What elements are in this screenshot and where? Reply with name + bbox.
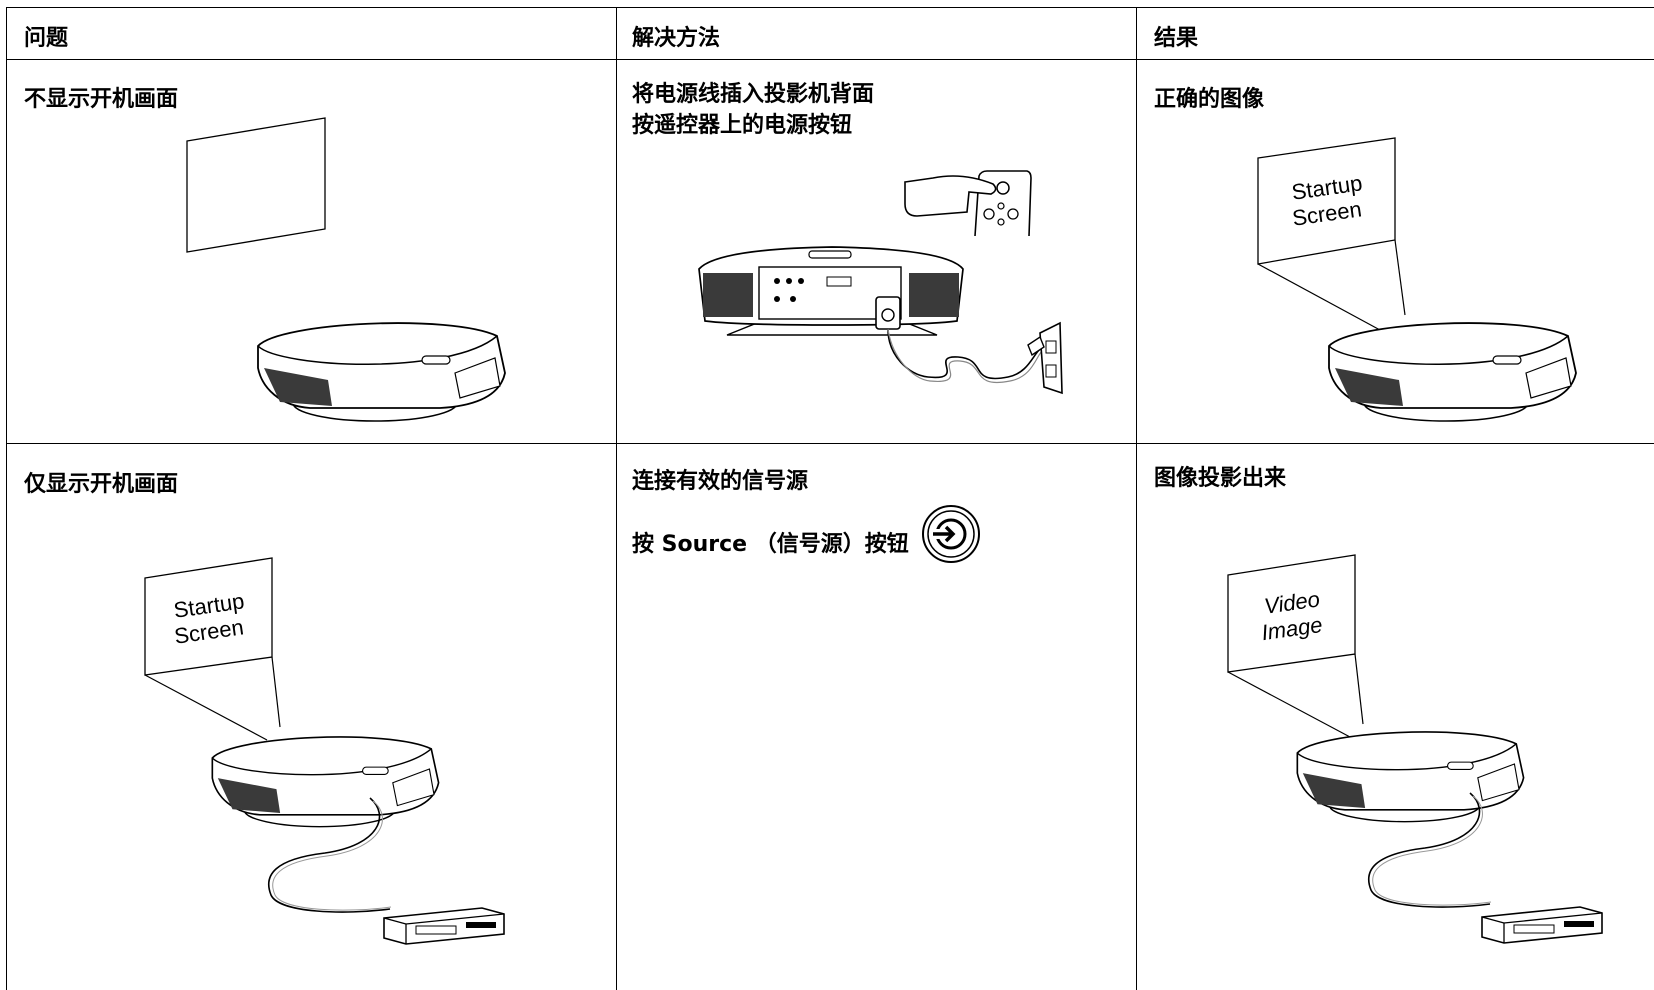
row1-problem: 不显示开机画面 — [24, 87, 179, 112]
blank-screen-icon — [186, 117, 326, 253]
row2-solution-line2: 按 Source （信号源）按钮 — [632, 532, 909, 557]
header-problem: 问题 — [24, 26, 69, 51]
hand-pressing-remote-icon — [904, 170, 1032, 237]
power-cord-outlet-icon — [875, 296, 1063, 395]
header-divider — [6, 59, 1654, 60]
video-cable-icon — [267, 797, 392, 913]
row1-result: 正确的图像 — [1154, 87, 1265, 112]
row2-problem: 仅显示开机画面 — [24, 472, 179, 497]
row1-solution-line2: 按遥控器上的电源按钮 — [632, 113, 853, 138]
projector-icon — [1328, 322, 1577, 422]
source-button-icon — [922, 505, 980, 563]
row1-solution-line1: 将电源线插入投影机背面 — [632, 82, 875, 107]
vcr-video-source-icon — [383, 907, 505, 945]
projector-icon — [1296, 731, 1525, 823]
troubleshooting-table — [6, 7, 1654, 990]
header-result: 结果 — [1154, 26, 1199, 51]
projected-screen-icon: Video Image — [1227, 554, 1364, 738]
projected-screen-icon: Startup Screen — [144, 557, 281, 741]
row-divider — [6, 443, 1654, 444]
projector-icon — [211, 736, 440, 828]
column-divider-2 — [1136, 7, 1137, 990]
header-solution: 解决方法 — [632, 26, 721, 51]
projector-icon — [257, 322, 506, 422]
vcr-video-source-icon — [1481, 906, 1603, 944]
video-cable-icon — [1367, 792, 1492, 908]
row2-solution-line1: 连接有效的信号源 — [632, 469, 809, 494]
row2-result: 图像投影出来 — [1154, 466, 1287, 491]
column-divider-1 — [616, 7, 617, 990]
projected-screen-icon: Startup Screen — [1257, 137, 1406, 331]
